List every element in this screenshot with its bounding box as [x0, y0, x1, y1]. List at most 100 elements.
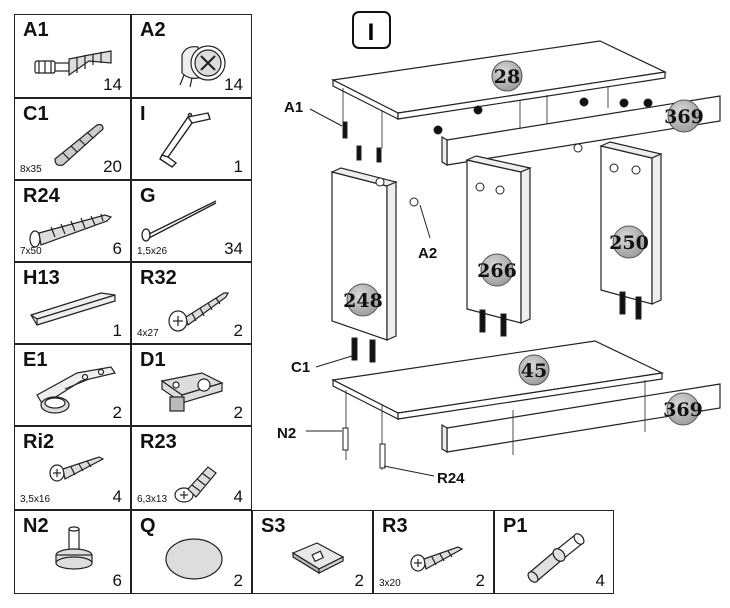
callout-c1: C1: [291, 359, 310, 376]
part-cell-a1: A1 14: [14, 14, 131, 98]
part-cell-a2: A2 14: [131, 14, 252, 98]
part-code: S3: [261, 515, 286, 537]
part-code: E1: [23, 349, 48, 371]
step-label-box: I: [352, 11, 391, 49]
part-code: R32: [140, 267, 177, 289]
part-code: D1: [140, 349, 166, 371]
part-quantity: 2: [233, 571, 243, 590]
part-cell-s3: S3 2: [252, 510, 373, 594]
part-quantity: 14: [224, 75, 243, 94]
part-code: G: [140, 185, 156, 207]
part-cell-d1: D1 2: [131, 344, 252, 426]
part-code: I: [140, 103, 146, 125]
panel-number-side: 248: [343, 283, 383, 317]
part-cell-r23: R23 6,3x13 4: [131, 426, 252, 510]
shelf-pin-icon: [527, 533, 585, 583]
leveling-foot-icon: [55, 526, 93, 570]
part-quantity: 2: [233, 403, 243, 422]
cam-bolt-icon: [34, 50, 112, 77]
svg-text:28: 28: [494, 66, 520, 88]
part-cell-q: Q 2: [131, 510, 252, 594]
mounting-plate-icon: [160, 372, 224, 412]
part-quantity: 2: [354, 571, 364, 590]
washer-screw-icon: [168, 292, 229, 332]
step-label: I: [368, 19, 375, 46]
part-code: C1: [23, 103, 49, 125]
panel-number-back-bottom: 369: [663, 392, 703, 426]
part-cell-n2: N2 6: [14, 510, 131, 594]
part-cell-e1: E1 2: [14, 344, 131, 426]
part-cell-r24: R24 7x50 6: [14, 180, 131, 262]
callout-leaders: [306, 108, 435, 477]
part-quantity: 14: [103, 75, 122, 94]
metal-plate-icon: [291, 542, 345, 575]
svg-text:250: 250: [609, 232, 649, 254]
part-quantity: 6: [112, 571, 122, 590]
part-code: N2: [23, 515, 49, 537]
part-quantity: 1: [233, 157, 243, 176]
svg-text:266: 266: [477, 260, 517, 282]
part-code: R24: [23, 185, 60, 207]
assembly-diagram: I: [277, 11, 721, 487]
callout-a2: A2: [418, 245, 437, 262]
svg-text:248: 248: [343, 290, 383, 312]
part-code: H13: [23, 267, 60, 289]
part-cell-r3: R3 3x20 2: [373, 510, 494, 594]
part-size: 8x35: [20, 164, 42, 175]
wood-screw-icon: [49, 456, 105, 482]
divider-panel-b: [599, 141, 663, 305]
hinge-icon: [36, 366, 116, 414]
part-quantity: 34: [224, 239, 243, 258]
part-quantity: 2: [475, 571, 485, 590]
part-quantity: 1: [112, 321, 122, 340]
part-code: R3: [382, 515, 408, 537]
part-size: 6,3x13: [137, 494, 168, 505]
fastener-details: [342, 86, 653, 470]
part-size: 3x20: [379, 578, 401, 589]
back-top-rail: [441, 95, 721, 167]
part-code: A1: [23, 19, 49, 41]
wooden-dowel-icon: [54, 123, 104, 166]
panel-number-divider-a: 266: [477, 253, 517, 287]
part-cell-c1: C1 8x35 20: [14, 98, 131, 180]
panel-number-back-top: 369: [664, 99, 704, 133]
panel-number-bottom: 45: [518, 354, 550, 386]
panel-number-top: 28: [491, 60, 523, 92]
part-size: 7x50: [20, 246, 42, 257]
part-cell-h13: H13 1: [14, 262, 131, 344]
svg-text:369: 369: [664, 106, 704, 128]
part-size: 4x27: [137, 328, 159, 339]
back-bottom-rail: [441, 383, 721, 454]
part-code: Q: [140, 515, 156, 537]
part-cell-r32: R32 4x27 2: [131, 262, 252, 344]
part-cell-p1: P1 4: [494, 510, 614, 594]
part-quantity: 2: [112, 403, 122, 422]
callout-n2: N2: [277, 425, 296, 442]
part-quantity: 20: [103, 157, 122, 176]
part-cell-i: I 1: [131, 98, 252, 180]
svg-text:369: 369: [663, 399, 703, 421]
part-code: A2: [140, 19, 166, 41]
part-quantity: 4: [112, 487, 122, 506]
part-cell-g: G 1,5x26 34: [131, 180, 252, 262]
cover-cap-icon: [165, 538, 223, 580]
divider-panel-a: [465, 155, 532, 324]
part-quantity: 4: [595, 571, 605, 590]
part-quantity: 4: [233, 487, 243, 506]
callout-a1: A1: [284, 99, 303, 116]
part-code: R23: [140, 431, 177, 453]
wedge-shim-icon: [30, 292, 116, 326]
part-quantity: 2: [233, 321, 243, 340]
confirmat-screw-icon: [29, 213, 113, 248]
part-code: P1: [503, 515, 528, 537]
callout-r24: R24: [437, 470, 465, 487]
panel-number-divider-b: 250: [609, 225, 649, 259]
part-size: 1,5x26: [137, 246, 168, 257]
part-quantity: 6: [112, 239, 122, 258]
part-cell-ri2: Ri2 3,5x16 4: [14, 426, 131, 510]
allen-key-icon: [159, 112, 211, 168]
small-screw-icon: [410, 546, 464, 572]
part-size: 3,5x16: [20, 494, 51, 505]
nail-icon: [141, 200, 217, 242]
svg-text:45: 45: [521, 360, 547, 382]
